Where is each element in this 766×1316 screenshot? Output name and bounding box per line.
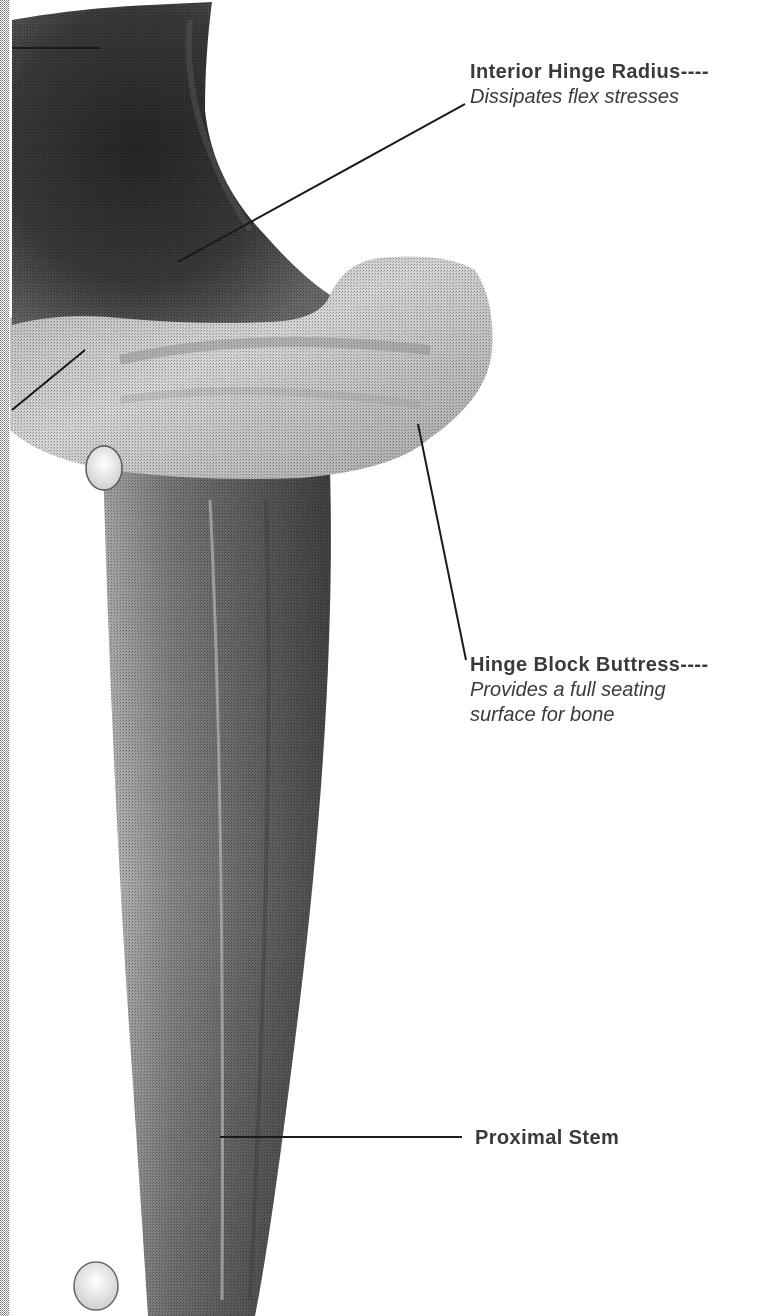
pin-hole-lower — [74, 1262, 118, 1310]
callout-description-line-1: Provides a full seating — [470, 678, 709, 703]
callout-proximal-stem: Proximal Stem — [475, 1126, 619, 1151]
callout-hinge-block-buttress: Hinge Block Buttress---- Provides a full… — [470, 653, 709, 728]
pin-hole-upper — [86, 446, 122, 490]
callout-title: Interior Hinge Radius---- — [470, 60, 709, 85]
left-edge-strip — [0, 0, 9, 1316]
callout-title: Proximal Stem — [475, 1126, 619, 1151]
callout-description: Dissipates flex stresses — [470, 85, 709, 110]
callout-description-line-2: surface for bone — [470, 703, 709, 728]
callout-title: Hinge Block Buttress---- — [470, 653, 709, 678]
callout-interior-hinge-radius: Interior Hinge Radius---- Dissipates fle… — [470, 60, 709, 110]
leader-line-hinge-buttress — [418, 424, 466, 660]
proximal-stem-shape — [103, 462, 331, 1316]
hinge-radius-shape — [12, 2, 330, 325]
